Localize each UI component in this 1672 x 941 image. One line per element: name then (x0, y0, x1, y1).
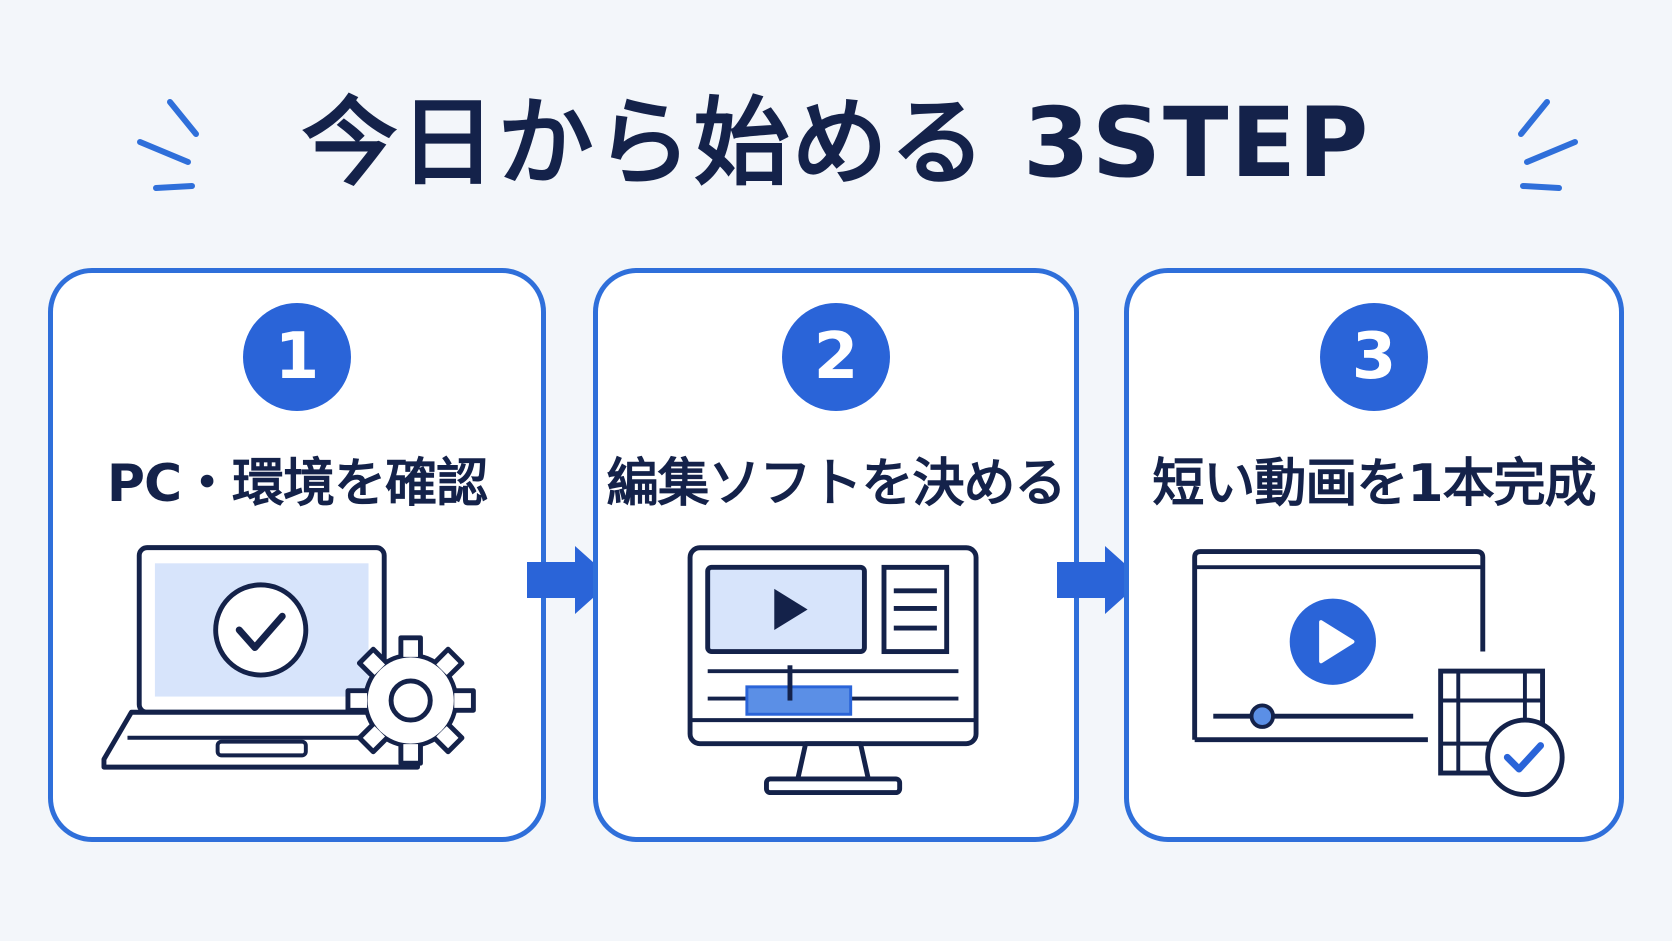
title-row: 今日から始める 3STEP (0, 78, 1672, 208)
step-label-2: 編集ソフトを決める (606, 454, 1066, 514)
step-card-2: 2 編集ソフトを決める (593, 268, 1079, 842)
step-number-badge-2: 2 (782, 303, 890, 411)
laptop-check-gear-icon (101, 545, 476, 770)
step-label-1: PC・環境を確認 (106, 454, 488, 514)
step-number-badge-3: 3 (1320, 303, 1428, 411)
step-card-1: 1 PC・環境を確認 (48, 268, 546, 842)
arrow-right-icon-1 (527, 546, 613, 614)
arrow-right-icon-2 (1057, 546, 1143, 614)
monitor-editor-icon (687, 545, 979, 796)
step-label-3: 短い動画を1本完成 (1152, 454, 1596, 514)
video-player-complete-icon (1192, 549, 1565, 798)
page-title: 今日から始める 3STEP (301, 87, 1371, 199)
spark-lines-right-icon (1518, 99, 1578, 191)
step-card-3: 3 短い動画を1本完成 (1124, 268, 1624, 842)
step-number-badge-1: 1 (243, 303, 351, 411)
spark-lines-left-icon (137, 99, 199, 191)
